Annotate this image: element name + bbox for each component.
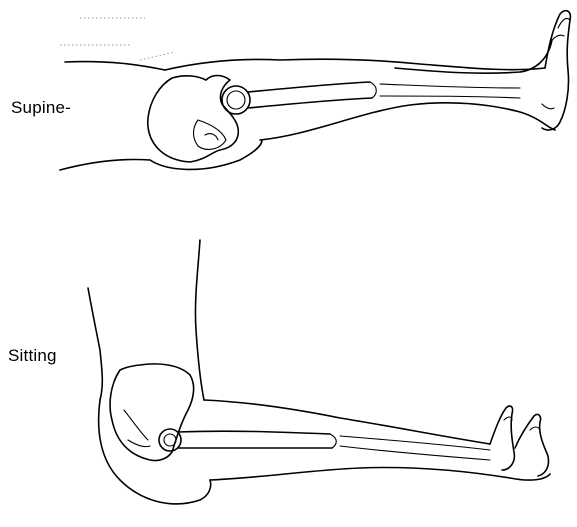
sitting-leg-underside [210,467,550,480]
sitting-femur [178,431,330,434]
supine-surface-line [60,159,150,170]
sitting-back-outline [88,288,102,400]
sitting-foot-left [490,406,514,470]
supine-pelvis [148,76,238,163]
supine-foot [542,11,570,130]
sitting-pelvis [110,364,194,461]
sitting-foot-right [515,414,549,476]
supine-torso-outline [165,59,545,70]
supine-femoral-head [222,86,250,114]
sitting-illustration [88,240,550,504]
supine-leg-underside [260,103,555,140]
sitting-front-outline [195,240,204,400]
supine-illustration [60,11,570,170]
supine-femur [248,82,370,92]
